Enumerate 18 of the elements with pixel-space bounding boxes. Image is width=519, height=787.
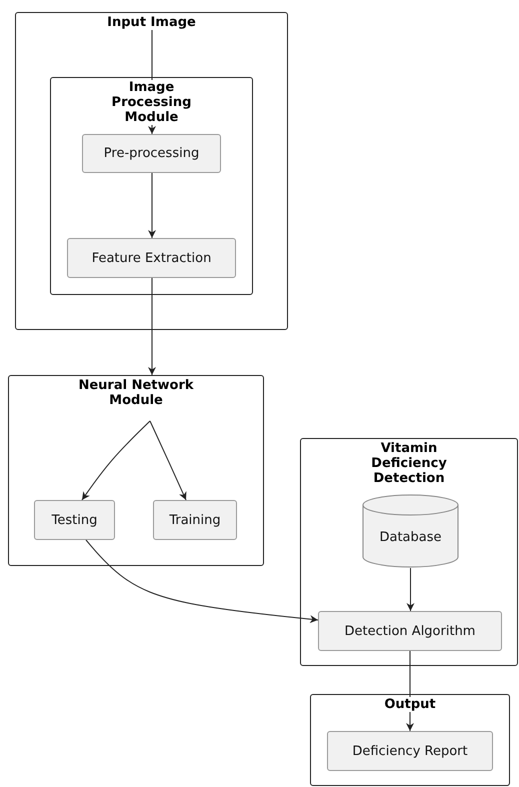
arrow	[150, 420, 186, 500]
process-box: Deficiency Report	[327, 731, 493, 771]
group-frame	[300, 438, 518, 666]
process-box: Feature Extraction	[67, 238, 236, 278]
process-box: Testing	[34, 500, 115, 540]
arrow	[148, 172, 156, 238]
arrow	[82, 420, 150, 500]
process-box: Pre-processing	[82, 134, 221, 173]
arrow	[86, 540, 318, 624]
process-box: Detection Algorithm	[318, 611, 502, 651]
group-frame	[8, 375, 264, 566]
database-label: Database	[378, 530, 443, 545]
group-frame	[50, 77, 253, 295]
arrow	[406, 568, 414, 612]
group-frame	[310, 694, 510, 786]
process-box: Training	[153, 500, 237, 540]
group-frame	[15, 12, 288, 330]
arrow	[148, 278, 156, 376]
